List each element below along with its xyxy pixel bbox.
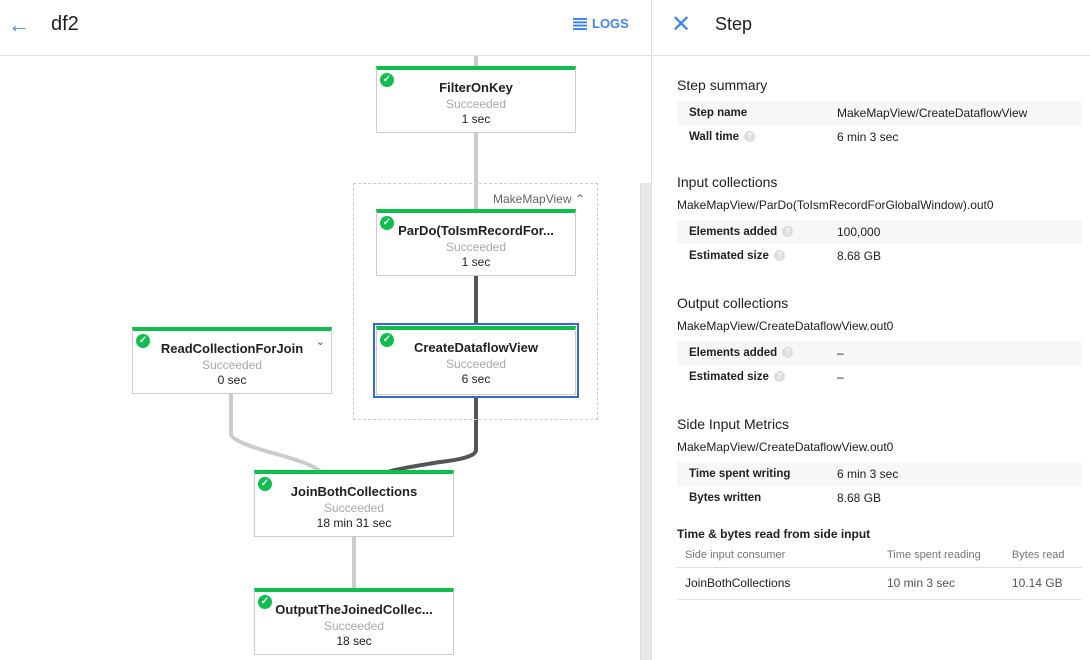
collection-name: MakeMapView/ParDo(ToIsmRecordForGlobalWi… — [677, 198, 994, 212]
info-row: Wall time?6 min 3 sec — [689, 130, 899, 144]
step-status: Succeeded — [445, 357, 507, 371]
logs-button[interactable]: LOGS — [573, 16, 629, 31]
step-time: 18 min 31 sec — [316, 516, 392, 530]
check-circle-icon: ✓ — [380, 73, 394, 87]
group-makemapview — [353, 183, 598, 420]
help-icon[interactable]: ? — [773, 250, 785, 262]
step-time: 6 sec — [461, 372, 491, 386]
check-circle-icon: ✓ — [380, 216, 394, 230]
arrow-left-icon[interactable]: ← — [8, 12, 30, 37]
step-status: Succeeded — [201, 358, 263, 372]
column-header: Side input consumer — [677, 543, 887, 568]
step-status: Succeeded — [323, 619, 385, 633]
check-circle-icon: ✓ — [258, 595, 272, 609]
help-icon[interactable]: ? — [782, 347, 794, 359]
check-circle-icon: ✓ — [258, 477, 272, 491]
help-icon[interactable]: ? — [744, 131, 756, 143]
step-status: Succeeded — [445, 97, 507, 111]
output-collections: Output collections MakeMapView/CreateDat… — [677, 295, 1082, 389]
step-name: ReadCollectionForJoin — [160, 341, 304, 356]
table-heading: Time & bytes read from side input — [677, 527, 871, 541]
close-icon[interactable]: ✕ — [671, 11, 692, 38]
chevron-down-icon[interactable]: ⌄ — [315, 336, 325, 348]
check-circle-icon: ✓ — [136, 334, 150, 348]
scrollbar[interactable] — [640, 183, 651, 660]
column-header: Time spent reading — [887, 543, 1012, 568]
step-time: 18 sec — [336, 634, 372, 648]
info-row: Elements added?– — [677, 341, 1082, 365]
step-time: 1 sec — [461, 112, 491, 126]
logs-label: LOGS — [592, 16, 629, 31]
step-status: Succeeded — [323, 501, 385, 515]
step-status: Succeeded — [445, 240, 507, 254]
help-icon[interactable]: ? — [773, 371, 785, 383]
step-name: JoinBothCollections — [290, 484, 418, 499]
collection-name: MakeMapView/CreateDataflowView.out0 — [677, 440, 894, 454]
edge — [229, 394, 322, 474]
check-circle-icon: ✓ — [380, 333, 394, 347]
step-time: 0 sec — [217, 373, 247, 387]
list-icon — [573, 17, 587, 30]
panel-title: Step — [715, 14, 753, 34]
chevron-up-icon[interactable]: ⌃ — [574, 192, 585, 206]
panel-header: ✕ Step — [653, 0, 1090, 56]
help-icon[interactable]: ? — [782, 226, 794, 238]
section-heading: Output collections — [677, 295, 789, 311]
input-collections: Input collections MakeMapView/ParDo(ToIs… — [677, 174, 1082, 268]
info-row: Elements added?100,000 — [677, 220, 1082, 244]
side-input-metrics: Side Input Metrics MakeMapView/CreateDat… — [677, 416, 1082, 510]
info-row: Estimated size?8.68 GB — [689, 249, 882, 263]
step-time: 1 sec — [461, 255, 491, 269]
section-heading: Input collections — [677, 174, 778, 190]
info-row: Estimated size?– — [689, 370, 844, 384]
group-label[interactable]: MakeMapView ⌃ — [493, 192, 585, 206]
step-name: FilterOnKey — [439, 80, 513, 95]
side-input-reads: Time & bytes read from side input Side i… — [677, 527, 1082, 600]
column-header: Bytes read — [1011, 543, 1082, 568]
collection-name: MakeMapView/CreateDataflowView.out0 — [677, 319, 894, 333]
step-name: OutputTheJoinedCollec... — [275, 602, 433, 617]
step-name: ParDo(ToIsmRecordFor... — [398, 223, 554, 238]
section-heading: Step summary — [677, 77, 768, 93]
job-header: ← df2 LOGS — [0, 0, 651, 56]
job-title: df2 — [51, 13, 79, 35]
section-heading: Side Input Metrics — [677, 416, 790, 432]
step-name: CreateDataflowView — [413, 340, 539, 355]
